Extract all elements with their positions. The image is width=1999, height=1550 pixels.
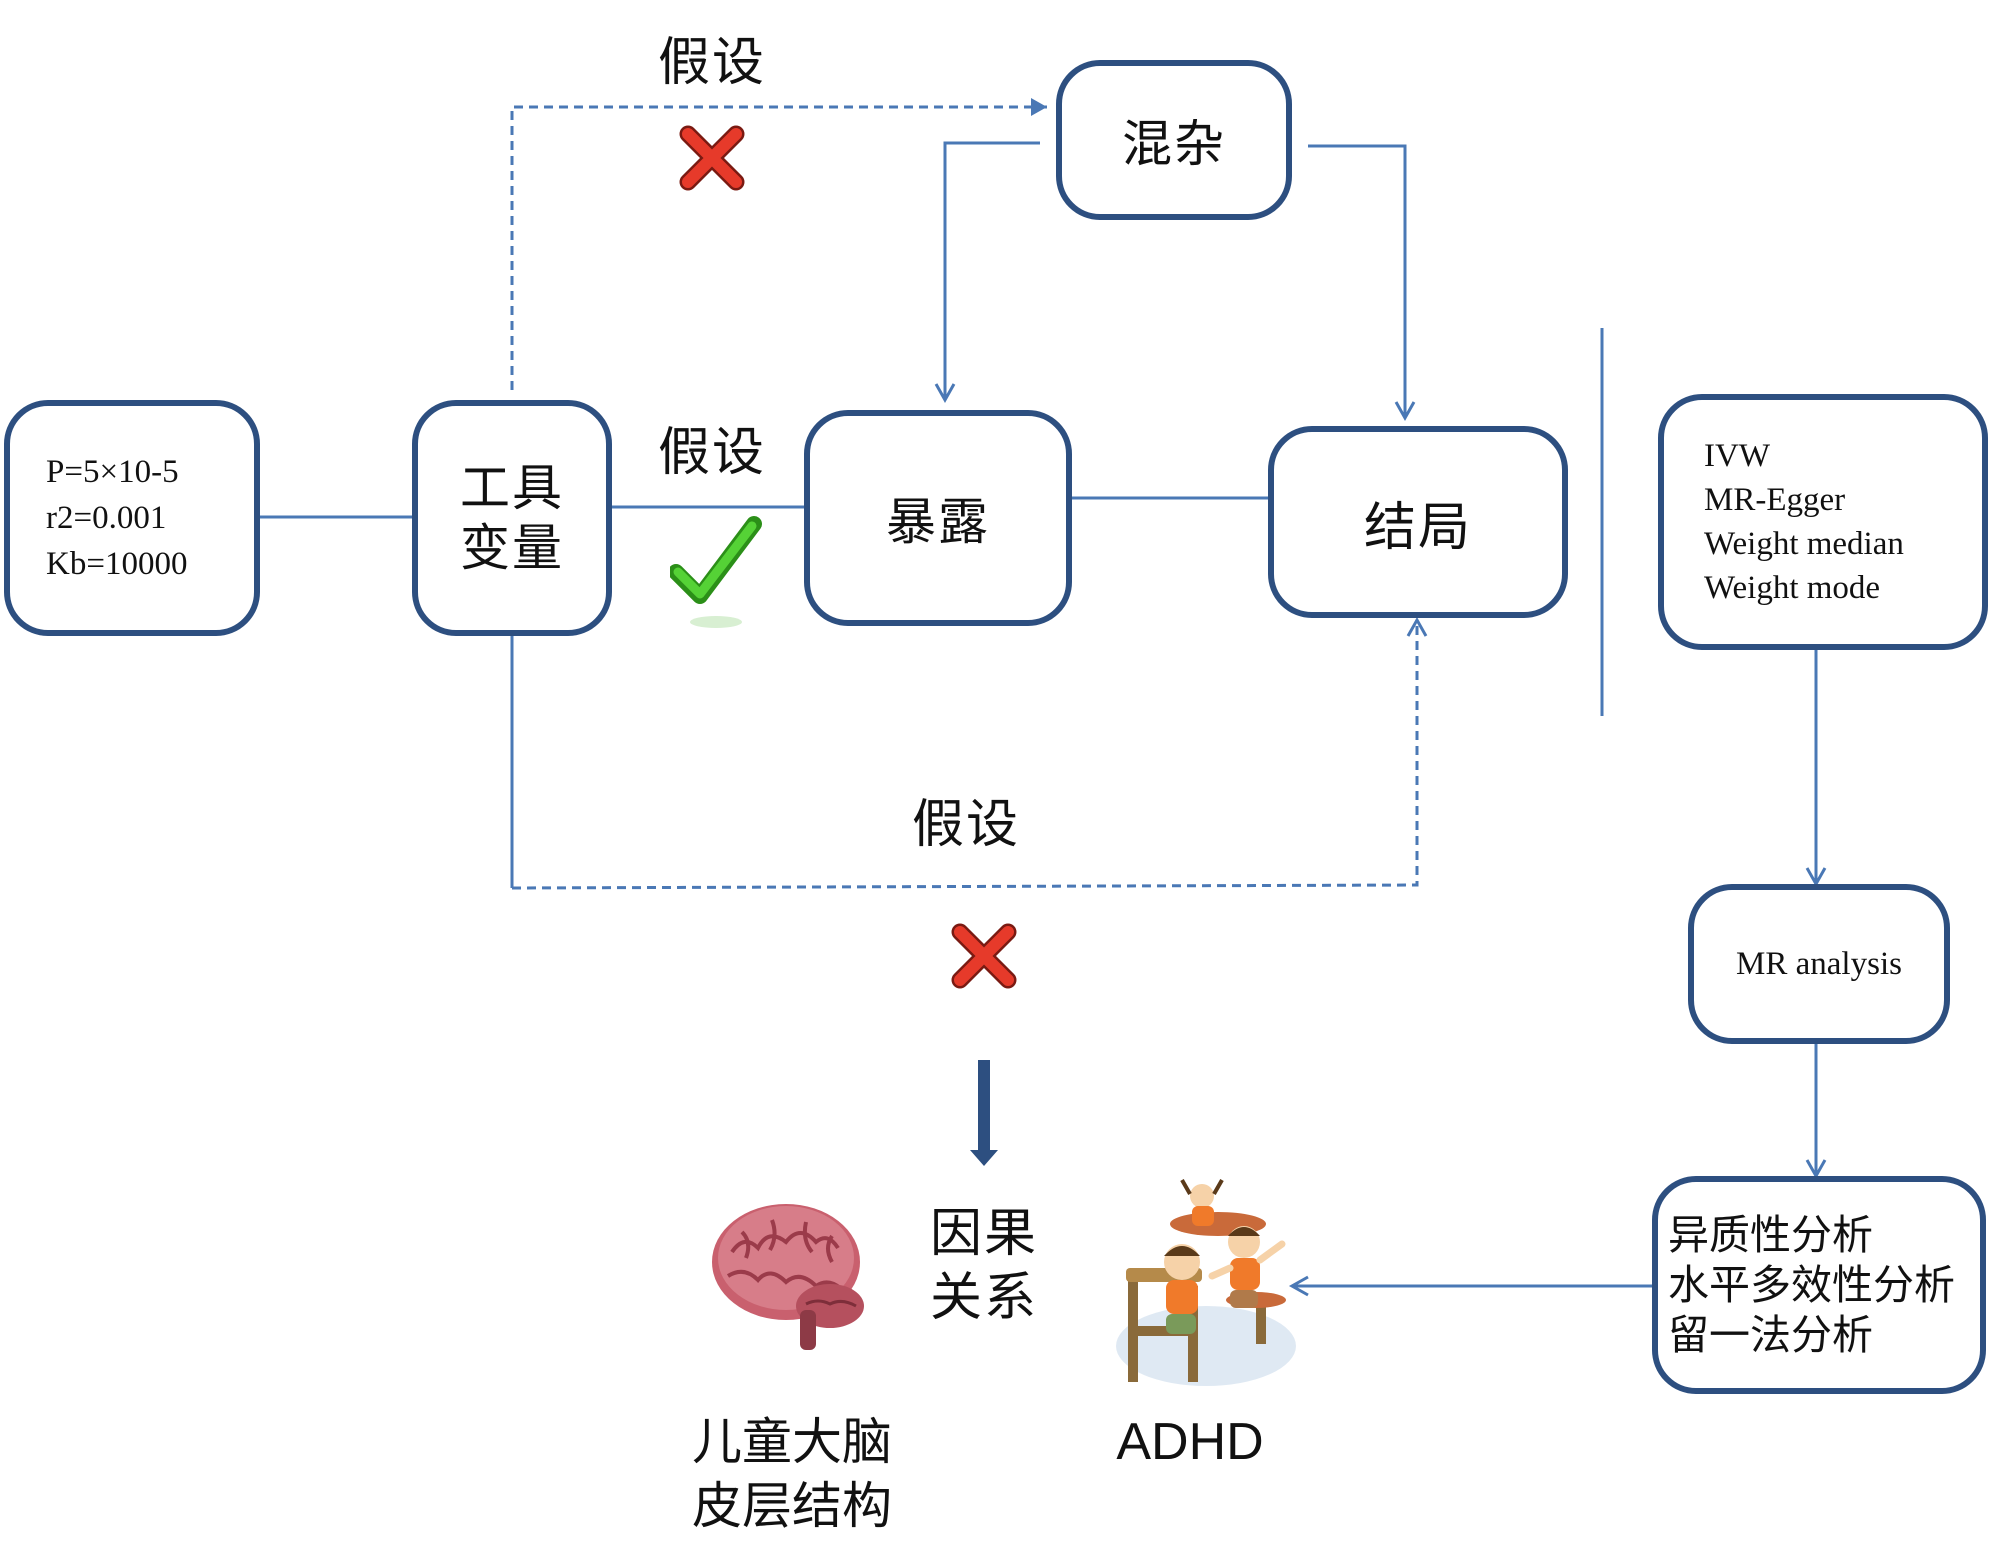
adhd-label: ADHD <box>1116 1413 1264 1471</box>
method-weight-median: Weight median <box>1704 526 1904 562</box>
instrument-to-confounder-dashed <box>510 98 1047 390</box>
big-down-arrow <box>970 1060 998 1166</box>
mr-analysis-box: MR analysis <box>1688 884 1950 1044</box>
param-kb: Kb=10000 <box>46 546 188 582</box>
check-icon <box>670 516 762 628</box>
instrument-to-outcome-dashed <box>511 616 1428 890</box>
confounder-to-outcome-arrow <box>1308 144 1416 422</box>
sensitivity-box: 异质性分析 水平多效性分析 留一法分析 <box>1652 1176 1986 1394</box>
cross-icon <box>951 923 1017 989</box>
assumption-label-top: 假设 <box>657 33 766 93</box>
params-box: P=5×10-5 r2=0.001 Kb=10000 <box>4 400 260 636</box>
assumption-label-middle: 假设 <box>657 423 766 483</box>
causal-relation-line1: 因果 <box>929 1204 1038 1264</box>
confounder-to-exposure-arrow <box>934 141 1040 404</box>
method-weight-mode: Weight mode <box>1704 570 1881 606</box>
brain-cortex-line2: 皮层结构 <box>692 1477 892 1535</box>
assumption-label-bottom: 假设 <box>911 795 1020 855</box>
instrument-box: 工具 变量 <box>412 400 612 636</box>
sensitivity-pleiotropy: 水平多效性分析 <box>1668 1261 1955 1309</box>
brain-cortex-line1: 儿童大脑 <box>692 1413 892 1471</box>
mr-analysis-label: MR analysis <box>1736 945 1902 982</box>
instrument-label-line2: 变量 <box>460 519 564 577</box>
sensitivity-heterogeneity: 异质性分析 <box>1668 1211 1873 1259</box>
cross-icon <box>679 125 745 191</box>
instrument-label-line1: 工具 <box>460 459 564 517</box>
children-illustration <box>1116 1179 1296 1386</box>
sensitivity-leave-one-out: 留一法分析 <box>1668 1311 1873 1359</box>
param-r2: r2=0.001 <box>46 500 167 536</box>
param-p: P=5×10-5 <box>46 454 179 490</box>
exposure-label: 暴露 <box>886 493 990 551</box>
outcome-label: 结局 <box>1363 497 1472 558</box>
method-ivw: IVW <box>1704 438 1770 474</box>
methods-box: IVW MR-Egger Weight median Weight mode <box>1658 394 1988 650</box>
outcome-box: 结局 <box>1268 426 1568 618</box>
causal-relation-label: 因果 关系 <box>914 1202 1054 1330</box>
exposure-box: 暴露 <box>804 410 1072 626</box>
causal-relation-line2: 关系 <box>929 1268 1038 1328</box>
brain-cortex-label: 儿童大脑 皮层结构 <box>672 1410 912 1538</box>
confounder-box: 混杂 <box>1056 60 1292 220</box>
brain-illustration <box>712 1204 864 1350</box>
method-mr-egger: MR-Egger <box>1704 482 1846 518</box>
confounder-label: 混杂 <box>1122 115 1226 173</box>
